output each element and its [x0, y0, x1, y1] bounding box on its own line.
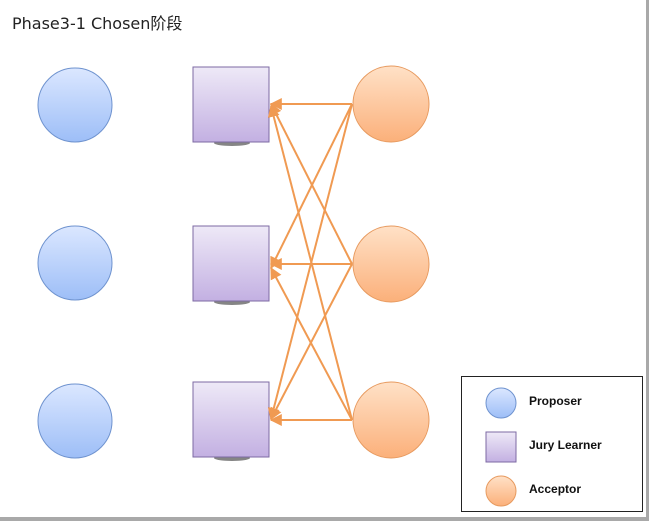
acceptor-node-2 [352, 225, 430, 303]
jury-learner-legend-icon [485, 431, 517, 463]
legend-row-proposer: Proposer [462, 383, 642, 423]
legend-row-jury-learner: Jury Learner [462, 427, 642, 467]
legend-box: Proposer Jury Learner Acceptor [461, 376, 643, 512]
legend-label-proposer: Proposer [529, 394, 582, 408]
learner-node-3 [192, 381, 270, 458]
arrow-a3-l1 [267, 104, 353, 421]
legend-row-acceptor: Acceptor [462, 471, 642, 511]
legend-label-acceptor: Acceptor [529, 482, 582, 496]
arrow-a2-l3 [270, 263, 353, 421]
acceptor-node-1 [352, 65, 430, 143]
proposer-node-1 [37, 67, 113, 143]
learner-node-2 [192, 225, 270, 302]
arrow-a3-l2 [270, 266, 353, 421]
acceptor-node-3 [352, 381, 430, 459]
learner-node-1 [192, 66, 270, 143]
legend-label-jury-learner: Jury Learner [529, 438, 602, 452]
acceptor-legend-icon [485, 475, 517, 507]
arrow-a2-l1 [270, 102, 353, 265]
proposer-legend-icon [485, 387, 517, 419]
proposer-node-2 [37, 225, 113, 301]
proposer-node-3 [37, 383, 113, 459]
page-title: Phase3-1 Chosen阶段 [12, 14, 183, 33]
